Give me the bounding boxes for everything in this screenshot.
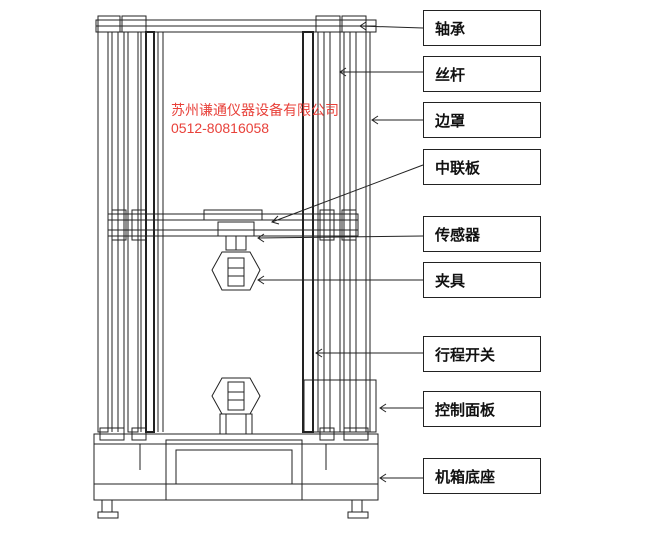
label-bearing: 轴承 (423, 10, 541, 46)
label-lead-screw: 丝杆 (423, 56, 541, 92)
label-side-cover: 边罩 (423, 102, 541, 138)
feet (97, 499, 369, 519)
sensor (217, 221, 255, 251)
right-column (302, 31, 371, 433)
label-base-cabinet: 机箱底座 (423, 458, 541, 494)
label-control-panel: 控制面板 (423, 391, 541, 427)
base-cabinet (93, 427, 379, 501)
leader-lines (257, 21, 424, 483)
label-clamp: 夹具 (423, 262, 541, 298)
label-sensor: 传感器 (423, 216, 541, 252)
watermark-phone: 0512-80816058 (171, 120, 270, 136)
label-crosshead: 中联板 (423, 149, 541, 185)
lower-clamp (211, 377, 261, 435)
top-beam (95, 15, 377, 33)
control-panel (303, 379, 377, 433)
label-limit-switch: 行程开关 (423, 336, 541, 372)
upper-clamp (211, 251, 261, 291)
watermark-company: 苏州谦通仪器设备有限公司 (171, 102, 339, 118)
